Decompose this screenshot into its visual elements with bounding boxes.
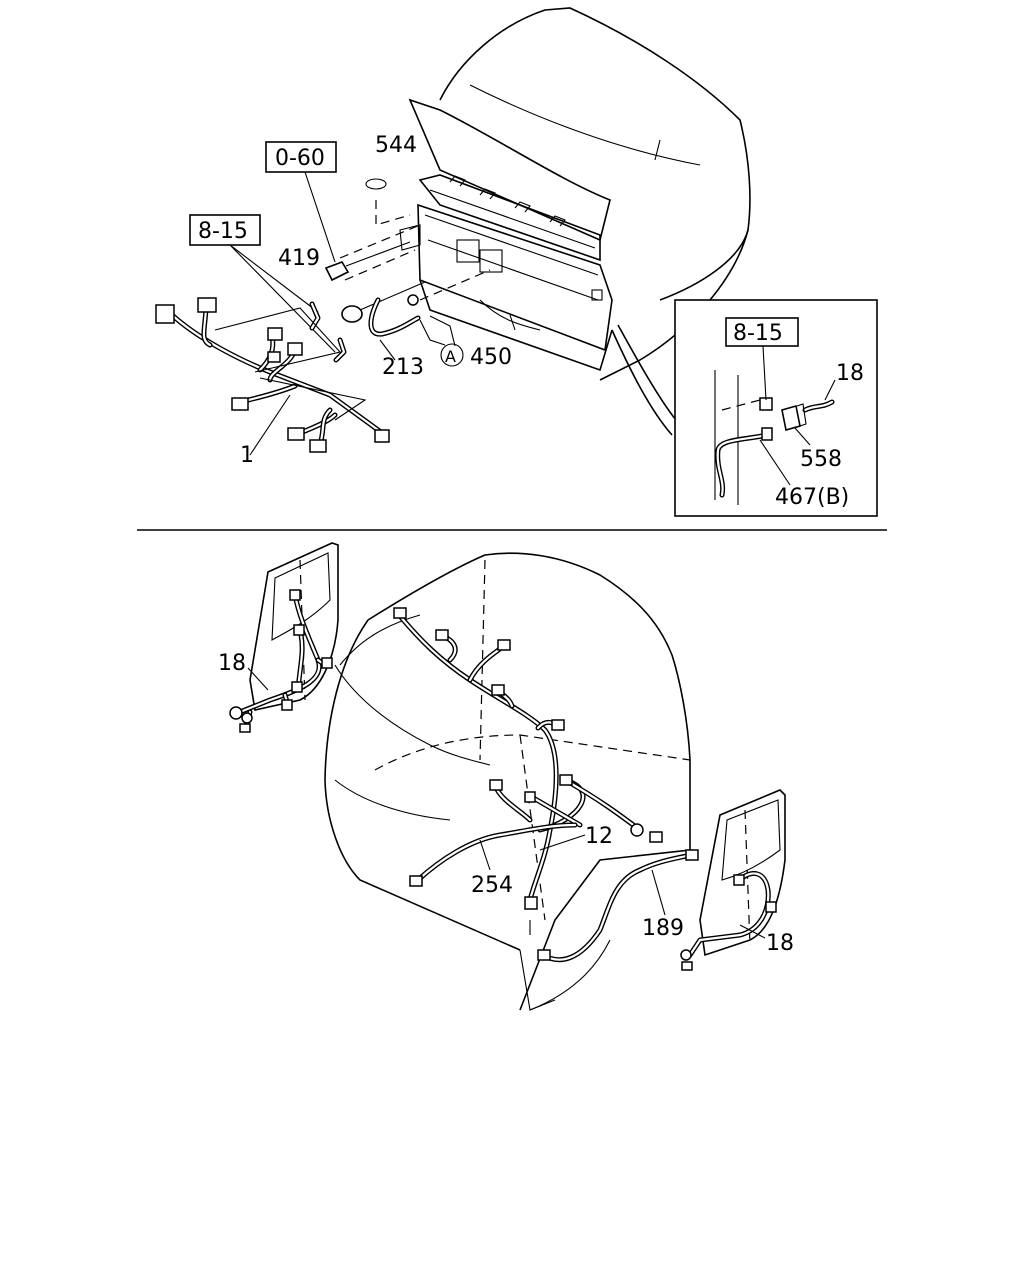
part-18-right-door-harness	[680, 871, 777, 971]
label-544: 544	[375, 133, 417, 158]
label-189: 189	[642, 916, 684, 941]
ref-box-8-15-top	[189, 214, 261, 246]
part-12-main-harness	[393, 607, 663, 910]
label-467b: 467(B)	[775, 485, 849, 510]
inset-detail	[714, 370, 835, 505]
label-419: 419	[278, 246, 320, 271]
part-189-harness	[537, 849, 699, 963]
circle-a-marker	[440, 343, 464, 367]
cab-front-view	[399, 7, 751, 381]
ref-label-8-15-inset: 8-15	[733, 321, 783, 346]
label-18-right: 18	[766, 931, 794, 956]
ref-box-0-60	[265, 141, 337, 173]
part-544-plug	[365, 178, 387, 190]
label-18-inset: 18	[836, 361, 864, 386]
label-1: 1	[240, 443, 254, 468]
part-213-hose	[368, 294, 421, 337]
label-450: 450	[470, 345, 512, 370]
ref-label-8-15-top: 8-15	[198, 219, 248, 244]
part-1-front-harness	[155, 297, 390, 453]
cab-interior-shell	[324, 552, 691, 1011]
label-558: 558	[800, 447, 842, 472]
part-254-harness	[409, 822, 578, 887]
label-254: 254	[471, 873, 513, 898]
label-circle-a: A	[445, 347, 456, 366]
part-419-bolt	[324, 241, 411, 282]
ref-label-0-60: 0-60	[275, 146, 325, 171]
label-18-left: 18	[218, 651, 246, 676]
ref-box-8-15-inset	[725, 317, 799, 347]
part-18-left-door-harness	[229, 589, 333, 733]
label-213: 213	[382, 355, 424, 380]
label-12: 12	[585, 824, 613, 849]
